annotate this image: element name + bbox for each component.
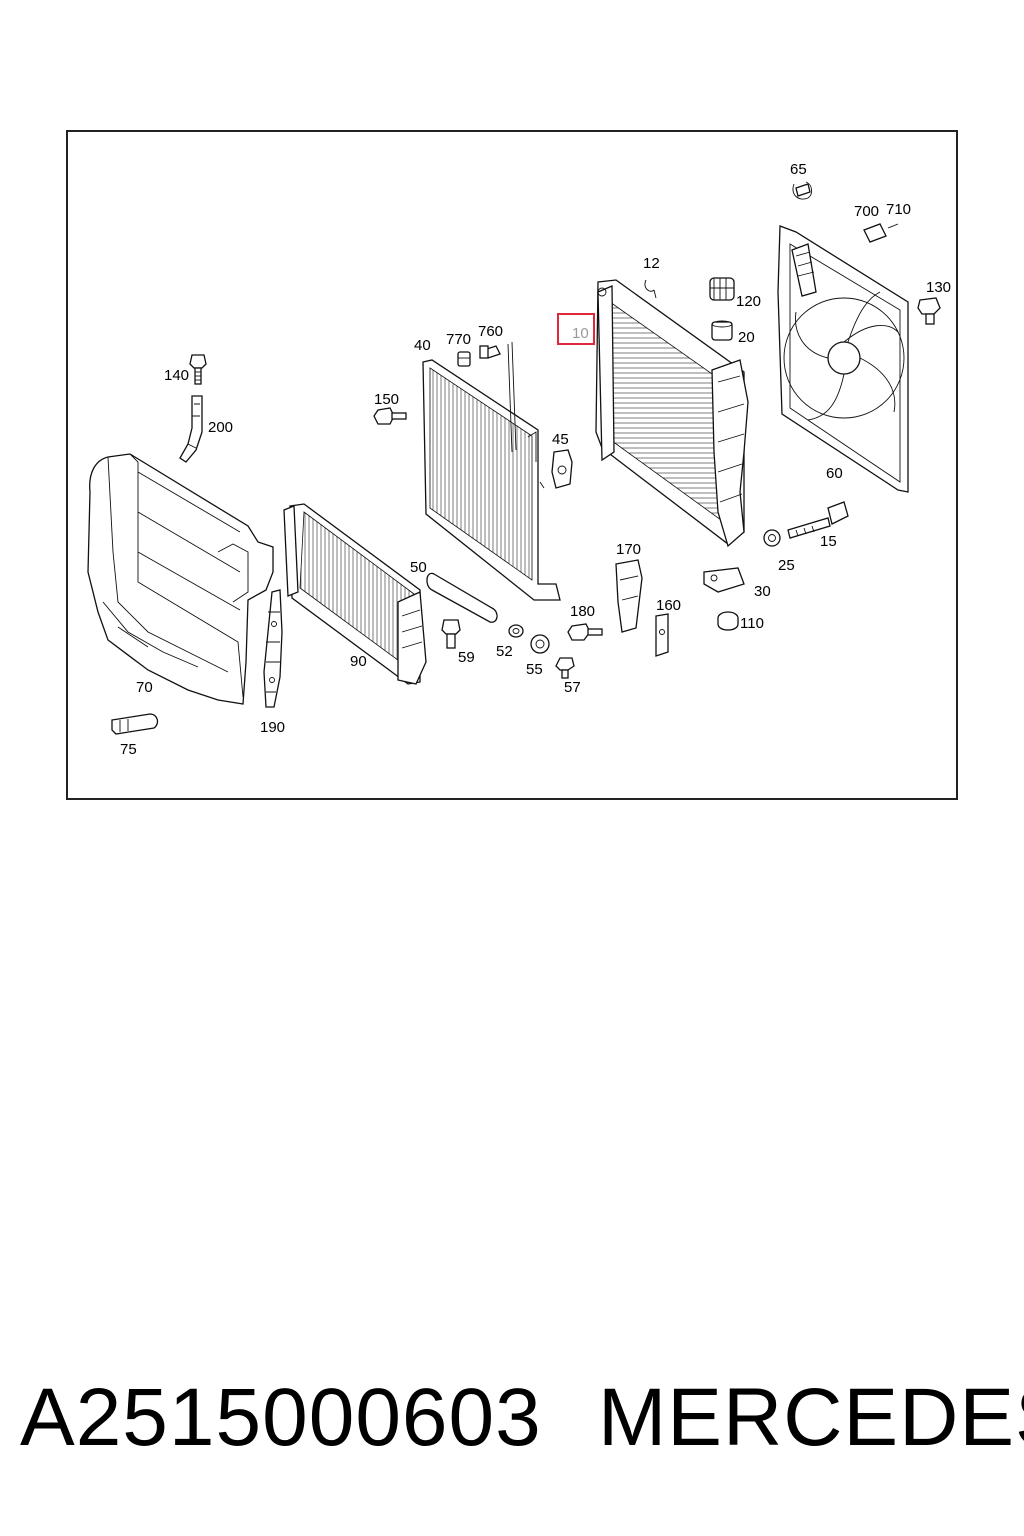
bolt-part-59 [441, 619, 461, 649]
condenser-part-40 [422, 341, 561, 601]
mount-part-45 [551, 449, 573, 489]
connector-part-700 [863, 223, 887, 243]
callout-15[interactable]: 15 [820, 533, 837, 550]
drain-plug-part-15 [787, 501, 849, 539]
bolt-part-130 [917, 297, 941, 325]
washer-part-52 [508, 624, 524, 638]
callout-180[interactable]: 180 [570, 603, 595, 620]
callout-75[interactable]: 75 [120, 741, 137, 758]
grommet-part-55 [530, 634, 550, 654]
callout-40[interactable]: 40 [414, 337, 431, 354]
bracket-part-200 [179, 395, 203, 463]
callout-50[interactable]: 50 [410, 559, 427, 576]
callout-45[interactable]: 45 [552, 431, 569, 448]
callout-170[interactable]: 170 [616, 541, 641, 558]
callout-90[interactable]: 90 [350, 653, 367, 670]
callout-labels: 65 700 710 12 120 130 20 40 770 760 140 … [120, 161, 951, 758]
bolt-part-180 [567, 623, 603, 641]
bolt-part-140 [189, 354, 207, 385]
bolt-part-57 [555, 657, 575, 679]
clip-part-75 [111, 713, 159, 735]
fitting-part-770 [457, 351, 471, 367]
callout-59[interactable]: 59 [458, 649, 475, 666]
ring-part-25 [763, 529, 781, 547]
fan-shroud-part-60 [777, 225, 909, 493]
seal-part-20 [711, 320, 733, 341]
callout-10[interactable]: 10 [572, 325, 589, 342]
bush-part-110 [717, 611, 739, 631]
bolt-part-150 [373, 407, 407, 425]
parts-diagram: 65 700 710 12 120 130 20 40 770 760 140 … [66, 130, 958, 800]
clip-part-12 [644, 279, 657, 299]
callout-30[interactable]: 30 [754, 583, 771, 600]
callout-70[interactable]: 70 [136, 679, 153, 696]
callout-55[interactable]: 55 [526, 661, 543, 678]
bracket-part-170 [615, 559, 643, 633]
callout-700[interactable]: 700 [854, 203, 879, 220]
callout-12[interactable]: 12 [643, 255, 660, 272]
callout-710[interactable]: 710 [886, 201, 911, 218]
callout-65[interactable]: 65 [790, 161, 807, 178]
receiver-dryer-part-50 [426, 572, 498, 623]
callout-160[interactable]: 160 [656, 597, 681, 614]
screw-part-710 [887, 223, 899, 229]
callout-200[interactable]: 200 [208, 419, 233, 436]
callout-120[interactable]: 120 [736, 293, 761, 310]
callout-52[interactable]: 52 [496, 643, 513, 660]
mount-part-30 [703, 567, 745, 593]
caption: A2515000603 MERCEDES [20, 1368, 1024, 1488]
brand-name: MERCEDES [598, 1372, 1024, 1463]
callout-110[interactable]: 110 [740, 615, 764, 632]
callout-760[interactable]: 760 [478, 323, 503, 340]
callout-190[interactable]: 190 [260, 719, 285, 736]
cooler-part-90 [283, 503, 427, 685]
callout-60[interactable]: 60 [826, 465, 843, 482]
highlight-box-10 [557, 313, 595, 345]
part-number: A2515000603 [20, 1372, 542, 1463]
air-duct-shroud-part [87, 453, 274, 705]
callout-57[interactable]: 57 [564, 679, 581, 696]
callout-25[interactable]: 25 [778, 557, 795, 574]
clip-part-65 [792, 181, 813, 200]
fitting-part-760 [479, 345, 501, 359]
clip-part-160 [655, 613, 669, 657]
callout-20[interactable]: 20 [738, 329, 755, 346]
cap-part-120 [709, 277, 735, 301]
callout-150[interactable]: 150 [374, 391, 399, 408]
callout-140[interactable]: 140 [164, 367, 189, 384]
radiator-part-10 [595, 279, 749, 548]
side-bracket-part-190 [263, 589, 283, 708]
callout-770[interactable]: 770 [446, 331, 471, 348]
exploded-view-svg: 65 700 710 12 120 130 20 40 770 760 140 … [87, 161, 951, 758]
callout-130[interactable]: 130 [926, 279, 951, 296]
